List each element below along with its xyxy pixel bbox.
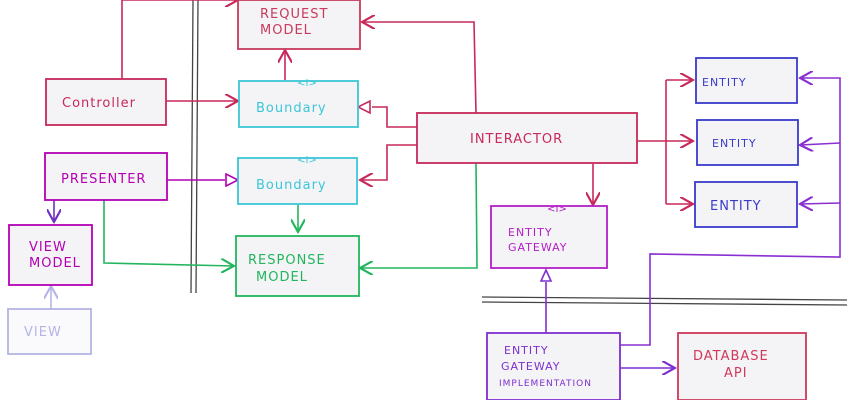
view-model-box[interactable]: VIEW MODEL bbox=[8, 224, 93, 286]
entity-gateway-implementation-box[interactable]: ENTITY GATEWAY IMPLEMENTATION bbox=[486, 332, 621, 400]
output-boundary-box[interactable]: <I> Boundary bbox=[237, 155, 358, 205]
implements-triangle-icon bbox=[356, 99, 371, 115]
request-model-box[interactable]: REQUEST MODEL bbox=[237, 0, 361, 50]
interactor-box[interactable]: INTERACTOR bbox=[416, 112, 638, 164]
view-model-label-line2: MODEL bbox=[29, 256, 81, 271]
horizontal-architecture-boundary bbox=[481, 296, 847, 306]
interface-marker: <I> bbox=[297, 78, 317, 89]
presenter-to-response-model-wire bbox=[103, 200, 234, 266]
interactor-to-response-model-wire bbox=[360, 162, 478, 268]
input-boundary-label: Boundary bbox=[256, 101, 327, 116]
view-box[interactable]: VIEW bbox=[7, 308, 92, 355]
gateway-impl-label-line3: IMPLEMENTATION bbox=[499, 379, 592, 389]
vertical-architecture-boundary bbox=[190, 0, 199, 294]
presenter-box[interactable]: PRESENTER bbox=[44, 152, 168, 201]
implements-triangle-icon bbox=[225, 172, 240, 188]
response-model-label-line2: MODEL bbox=[256, 270, 308, 285]
implements-triangle-icon bbox=[539, 268, 553, 282]
entity-label: ENTITY bbox=[710, 199, 762, 214]
response-model-label-line1: RESPONSE bbox=[248, 253, 326, 268]
presenter-label: PRESENTER bbox=[61, 172, 146, 187]
entity-gateway-label-line2: GATEWAY bbox=[508, 241, 568, 254]
interactor-to-entities-wires bbox=[637, 80, 693, 204]
entity-gateway-box[interactable]: <I> ENTITY GATEWAY bbox=[490, 204, 608, 269]
request-model-label-line1: REQUEST bbox=[260, 7, 328, 22]
entity-label: ENTITY bbox=[712, 137, 757, 150]
request-model-label-line2: MODEL bbox=[260, 23, 312, 38]
input-boundary-box[interactable]: <I> Boundary bbox=[238, 78, 359, 128]
view-model-label-line1: VIEW bbox=[29, 240, 67, 255]
interface-marker: <I> bbox=[547, 204, 567, 215]
interface-marker: <I> bbox=[297, 155, 317, 166]
interactor-to-output-boundary-wire bbox=[360, 144, 418, 180]
interactor-label: INTERACTOR bbox=[470, 132, 563, 147]
database-api-box[interactable]: DATABASE API bbox=[677, 332, 807, 400]
gateway-impl-label-line2: GATEWAY bbox=[501, 360, 561, 373]
response-model-box[interactable]: RESPONSE MODEL bbox=[235, 235, 360, 297]
interactor-implements-input-boundary-wire bbox=[372, 106, 418, 128]
output-boundary-label: Boundary bbox=[256, 178, 327, 193]
gateway-impl-label-line1: ENTITY bbox=[504, 344, 549, 357]
interactor-to-request-model-wire bbox=[362, 22, 477, 114]
entity-box[interactable]: ENTITY bbox=[695, 57, 798, 104]
gateway-impl-to-entities-wires bbox=[620, 78, 841, 346]
entity-box[interactable]: ENTITY bbox=[696, 119, 799, 166]
controller-label: Controller bbox=[62, 96, 136, 111]
controller-to-request-model-wire bbox=[121, 0, 238, 80]
entity-box[interactable]: ENTITY bbox=[694, 181, 798, 228]
entity-label: ENTITY bbox=[702, 76, 747, 89]
view-label: VIEW bbox=[24, 325, 62, 340]
controller-box[interactable]: Controller bbox=[45, 78, 167, 126]
database-api-label-line1: DATABASE bbox=[693, 349, 769, 364]
database-api-label-line2: API bbox=[724, 366, 748, 381]
entity-gateway-label-line1: ENTITY bbox=[508, 226, 553, 239]
